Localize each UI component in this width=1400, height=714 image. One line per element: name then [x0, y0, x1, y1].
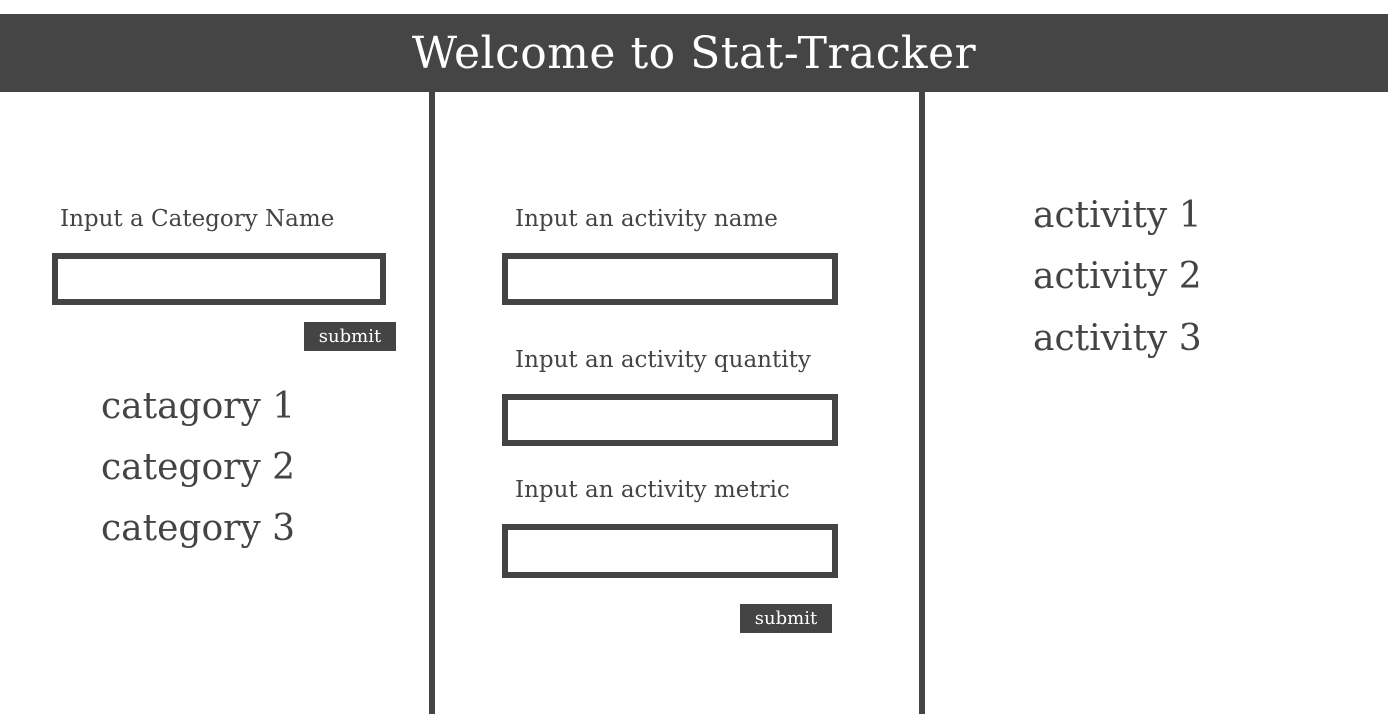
- category-item-1[interactable]: catagory 1: [101, 386, 296, 427]
- activity-item-2[interactable]: activity 2: [1033, 256, 1202, 297]
- column-divider-left: [429, 92, 435, 714]
- category-name-label: Input a Category Name: [60, 206, 335, 232]
- activity-name-label: Input an activity name: [515, 206, 778, 232]
- activity-quantity-input[interactable]: [502, 394, 838, 446]
- page-title: Welcome to Stat-Tracker: [411, 27, 977, 79]
- activity-quantity-label: Input an activity quantity: [515, 347, 811, 373]
- activity-submit-button[interactable]: submit: [740, 604, 832, 633]
- category-item-2[interactable]: category 2: [101, 447, 296, 488]
- activity-name-input[interactable]: [502, 253, 838, 305]
- activity-item-1[interactable]: activity 1: [1033, 195, 1202, 236]
- activity-metric-input[interactable]: [502, 524, 838, 578]
- category-submit-button[interactable]: submit: [304, 322, 396, 351]
- category-name-input[interactable]: [52, 253, 386, 305]
- activity-metric-label: Input an activity metric: [515, 477, 790, 503]
- activity-item-3[interactable]: activity 3: [1033, 318, 1202, 359]
- category-item-3[interactable]: category 3: [101, 508, 296, 549]
- header-banner: Welcome to Stat-Tracker: [0, 14, 1388, 92]
- column-divider-right: [919, 92, 925, 714]
